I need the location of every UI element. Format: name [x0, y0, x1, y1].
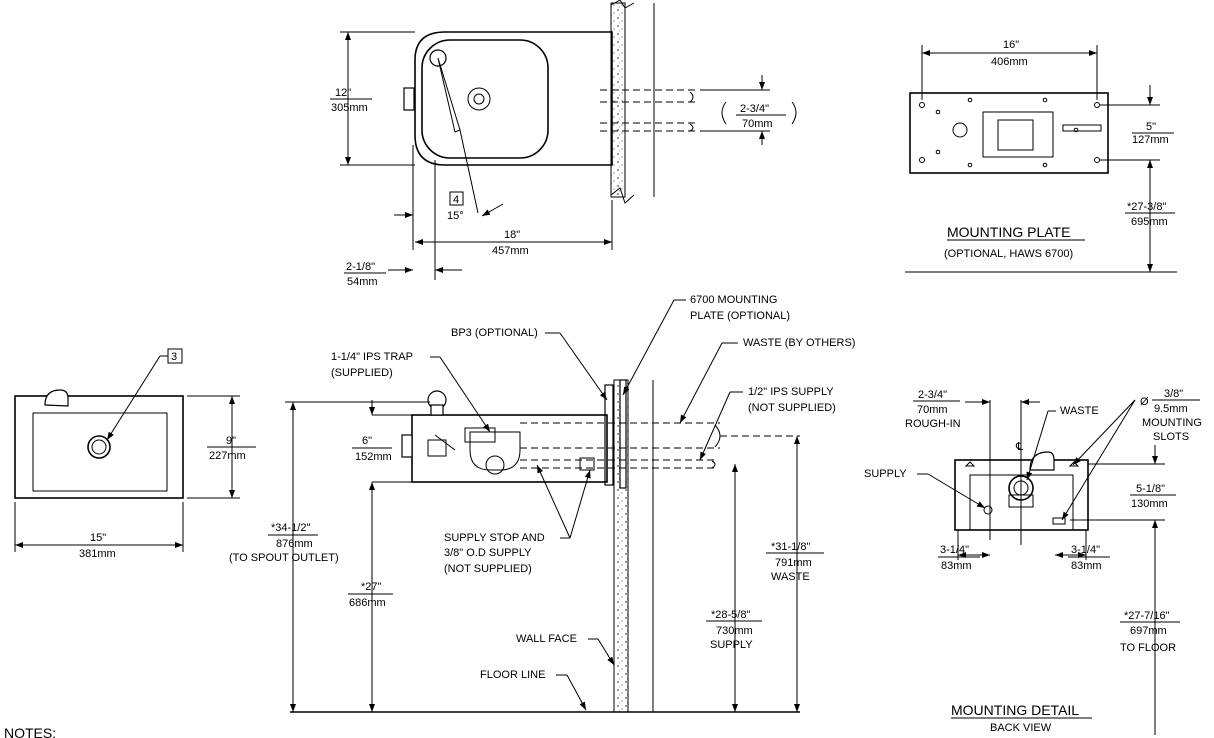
detail-centerline: ℄ [1015, 441, 1023, 453]
side-trap [464, 427, 496, 443]
callout-waste: WASTE (BY OTHERS) [743, 337, 855, 349]
detail-waste-label: WASTE [1060, 405, 1099, 417]
notes-title: NOTES: [4, 725, 56, 738]
detail-height-mm: 130mm [1131, 498, 1168, 510]
side-waste-note: WASTE [771, 571, 810, 583]
top-offset-mm: 54mm [347, 276, 378, 288]
detail-slot-note-2: SLOTS [1153, 431, 1189, 443]
top-angle: 15° [447, 210, 464, 222]
top-drain-icon [467, 87, 491, 111]
detail-height-in: 5-1/8" [1136, 483, 1165, 495]
front-height-in: 9" [226, 435, 236, 447]
detail-slot-prefix: Ø [1140, 396, 1149, 408]
plate-subtitle: (OPTIONAL, HAWS 6700) [944, 248, 1073, 260]
plate-outline [909, 92, 1109, 174]
callout-stop-1: SUPPLY STOP AND [444, 532, 545, 544]
mounting-plate-view: 16" 406mm 5" 127mm *27-3/8" 695mm MOUNTI… [905, 39, 1177, 273]
plate-height-in: 5" [1146, 121, 1156, 133]
side-basin-mm: 152mm [355, 451, 392, 463]
side-rim-in: *27" [361, 581, 382, 593]
callout-wall-face: WALL FACE [516, 633, 577, 645]
detail-floor-note: TO FLOOR [1120, 642, 1176, 654]
front-width-in: 15" [90, 532, 106, 544]
detail-supply-label: SUPPLY [864, 468, 907, 480]
detail-title: MOUNTING DETAIL [951, 702, 1079, 718]
plate-title: MOUNTING PLATE [947, 224, 1070, 240]
callout-trap-2: (SUPPLIED) [331, 367, 393, 379]
side-supply-in: *28-5/8" [711, 609, 750, 621]
side-rim-mm: 686mm [349, 597, 386, 609]
top-pipe-mm: 70mm [742, 118, 773, 130]
front-view: 3 9" 227mm 15" 381mm [14, 348, 256, 560]
callout-stop-2: 3/8" O.D SUPPLY [444, 547, 532, 559]
front-body [14, 395, 184, 499]
callout-stop-3: (NOT SUPPLIED) [444, 563, 532, 575]
top-offset-in: 2-1/8" [346, 261, 375, 273]
callout-bp3: BP3 (OPTIONAL) [451, 327, 538, 339]
plate-width-in: 16" [1003, 39, 1019, 51]
top-depth-in: 12" [335, 87, 351, 99]
side-view: BP3 (OPTIONAL) 6700 MOUNTING PLATE (OPTI… [229, 294, 855, 713]
detail-left-mm: 83mm [941, 560, 972, 572]
detail-roughin-note: ROUGH-IN [905, 418, 961, 430]
callout-supply-1: 1/2" IPS SUPPLY [748, 386, 834, 398]
side-spout-note: (TO SPOUT OUTLET) [229, 552, 339, 564]
detail-right-in: 3-1/4" [1071, 544, 1100, 556]
detail-floor-mm: 697mm [1130, 625, 1167, 637]
top-view: 12" 305mm 2-3/4" 70mm 4 15° 18" 457mm 2-… [330, 0, 797, 288]
side-waste-mm: 791mm [775, 557, 812, 569]
top-pipe-in: 2-3/4" [740, 103, 769, 115]
top-bowl [421, 39, 549, 159]
top-depth-mm: 305mm [331, 102, 368, 114]
front-drain-icon [87, 435, 111, 459]
callout-mounting-plate-1: 6700 MOUNTING [690, 294, 777, 306]
plate-height-mm: 127mm [1132, 134, 1169, 146]
plate-floor-in: *27-3/8" [1127, 201, 1166, 213]
detail-bubbler-icon [1029, 451, 1055, 471]
side-supply-mm: 730mm [716, 625, 753, 637]
callout-supply-2: (NOT SUPPLIED) [748, 402, 836, 414]
side-waste-in: *31-1/8" [771, 541, 810, 553]
detail-slot-mm: 9.5mm [1154, 403, 1188, 415]
detail-right-mm: 83mm [1071, 560, 1102, 572]
plate-floor-mm: 695mm [1131, 216, 1168, 228]
callout-mounting-plate-2: PLATE (OPTIONAL) [690, 310, 790, 322]
side-basin-in: 6" [362, 435, 372, 447]
callout-trap-1: 1-1/4" IPS TRAP [331, 351, 413, 363]
side-spout-mm: 876mm [276, 538, 313, 550]
side-bp3-plate [604, 384, 614, 486]
front-note-badge [167, 348, 183, 364]
mounting-detail-view: 2-3/4" 70mm ROUGH-IN ℄ WASTE Ø 3/8" 9.5m… [864, 388, 1202, 735]
front-bubbler-icon [44, 389, 69, 407]
front-note-num: 3 [171, 351, 177, 363]
detail-supply-icon [983, 505, 993, 515]
top-note-num: 4 [453, 194, 459, 206]
detail-roughin-mm: 70mm [917, 404, 948, 416]
detail-slot-note-1: MOUNTING [1142, 417, 1202, 429]
side-spout-in: *34-1/2" [271, 522, 310, 534]
side-supply-note: SUPPLY [710, 639, 753, 651]
top-note-badge [449, 191, 464, 206]
front-height-mm: 227mm [209, 450, 246, 462]
callout-floor-line: FLOOR LINE [480, 669, 545, 681]
detail-slot-in: 3/8" [1164, 388, 1183, 400]
top-fountain-body [414, 31, 613, 166]
detail-subtitle: BACK VIEW [990, 722, 1052, 734]
front-width-mm: 381mm [79, 548, 116, 560]
detail-floor-in: *27-7/16" [1124, 610, 1170, 622]
plate-width-mm: 406mm [991, 56, 1028, 68]
top-wall-section [610, 2, 626, 198]
top-push-button-icon [403, 87, 415, 111]
detail-left-in: 3-1/4" [940, 544, 969, 556]
top-width-mm: 457mm [492, 245, 529, 257]
detail-roughin-in: 2-3/4" [918, 389, 947, 401]
top-width-in: 18" [504, 229, 520, 241]
